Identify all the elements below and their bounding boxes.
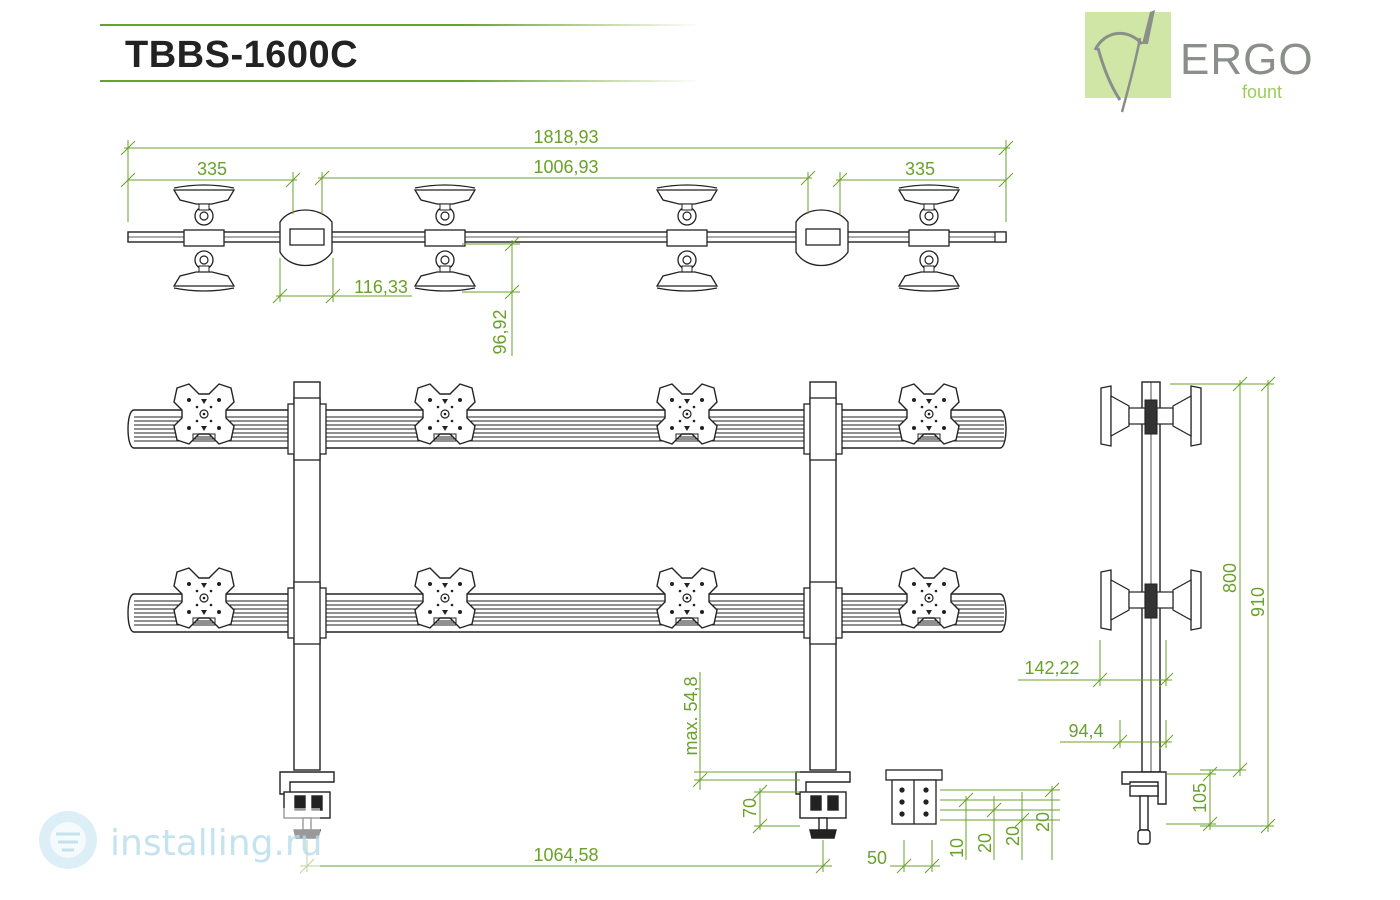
dim-side-800: 800 bbox=[1220, 563, 1240, 593]
dim-plate-h4: 20 bbox=[1033, 812, 1053, 832]
watermark-text: installing.ru bbox=[110, 823, 322, 864]
dim-total-width: 1818,93 bbox=[533, 127, 598, 147]
title-rule-top bbox=[100, 24, 700, 26]
title-rule-bottom bbox=[100, 80, 700, 82]
dim-inner-width: 1006,93 bbox=[533, 157, 598, 177]
dim-head-depth: 96,92 bbox=[490, 309, 510, 354]
dim-base-width: 1064,58 bbox=[533, 845, 598, 865]
product-title: TBBS-1600C bbox=[125, 34, 359, 76]
dim-left-span: 335 bbox=[197, 159, 227, 179]
top-dimension-lines bbox=[120, 140, 1014, 356]
dim-plate-width: 50 bbox=[867, 848, 887, 868]
front-view bbox=[127, 381, 1007, 839]
side-view bbox=[1100, 381, 1202, 845]
dim-side-94: 94,4 bbox=[1068, 721, 1103, 741]
dim-right-span: 335 bbox=[905, 159, 935, 179]
dim-plate-h2: 20 bbox=[975, 833, 995, 853]
dim-clamp-height: 70 bbox=[740, 798, 760, 818]
dim-plate-h3: 20 bbox=[1003, 826, 1023, 846]
watermark: installing.ru bbox=[20, 808, 322, 878]
front-bar-lower bbox=[127, 593, 1007, 633]
dim-side-910: 910 bbox=[1248, 587, 1268, 617]
top-view bbox=[127, 184, 1007, 292]
front-clamp-right bbox=[795, 771, 851, 839]
logo-brand: ERGO bbox=[1180, 35, 1314, 84]
dim-side-142: 142,22 bbox=[1024, 658, 1079, 678]
logo-sub: fount bbox=[1242, 82, 1282, 102]
front-dimension-lines bbox=[299, 672, 1060, 874]
dim-clamp-max: max. 54,8 bbox=[681, 676, 701, 755]
side-clamp bbox=[1121, 771, 1167, 845]
side-dimension-lines bbox=[1018, 376, 1276, 834]
ergofount-logo: ERGO fount bbox=[1085, 10, 1314, 113]
front-bar-upper bbox=[127, 409, 1007, 449]
dim-side-105: 105 bbox=[1190, 783, 1210, 813]
dim-plate-h1: 10 bbox=[947, 838, 967, 858]
dim-post-offset: 116,33 bbox=[354, 277, 408, 297]
grommet-plate bbox=[885, 769, 943, 825]
